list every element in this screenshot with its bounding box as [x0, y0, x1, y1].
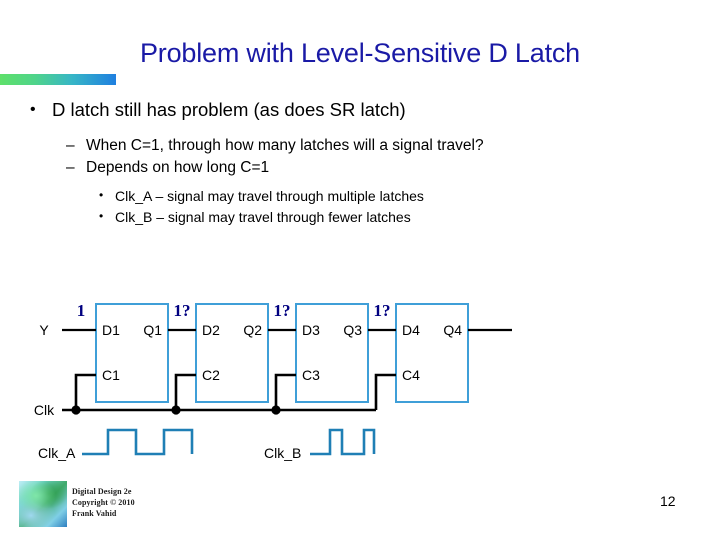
bullet-level3-item: • Clk_B – signal may travel through fewe…	[0, 207, 720, 228]
waveform-label-clk-b: Clk_B	[264, 445, 301, 461]
clk-stub-3	[274, 373, 296, 410]
bullet-text: Depends on how long C=1	[86, 159, 270, 176]
bullet-list: • D latch still has problem (as does SR …	[0, 97, 720, 228]
annotation-value-1: 1?	[174, 301, 191, 320]
bullet-level2-item: – When C=1, through how many latches wil…	[0, 135, 720, 157]
latch3-d-label: D3	[302, 322, 320, 338]
title-accent-bar	[0, 74, 116, 85]
footer-line-2: Copyright © 2010	[72, 498, 135, 507]
bullet-marker: –	[66, 159, 75, 176]
clk-stub-1	[74, 373, 96, 410]
annotation-value-0: 1	[77, 301, 86, 320]
clk-junction-dot-3	[271, 405, 281, 415]
clk-stub-2	[174, 373, 196, 410]
figure-clock-label: Clk	[34, 402, 55, 418]
page-number: 12	[660, 493, 676, 509]
annotation-value-3: 1?	[374, 301, 391, 320]
latch-box-2	[195, 303, 269, 403]
latch1-c-label: C1	[102, 367, 120, 383]
footer-credit: Digital Design 2e Copyright © 2010 Frank…	[72, 486, 135, 519]
latch-chain-figure: Y Clk D1 Q1 C1 D2 Q2 C2 D3 Q3 C3 D4 Q4 C…	[20, 282, 520, 472]
latch4-c-label: C4	[402, 367, 420, 383]
bullet-marker: •	[99, 209, 104, 223]
bullet-marker: •	[99, 188, 104, 202]
latch-box-4	[395, 303, 469, 403]
bullet-text: D latch still has problem (as does SR la…	[52, 99, 406, 120]
annotation-value-2: 1?	[274, 301, 291, 320]
clk-junction-dot-2	[171, 405, 181, 415]
bullet-marker: –	[66, 137, 75, 154]
latch4-d-label: D4	[402, 322, 420, 338]
latch2-c-label: C2	[202, 367, 220, 383]
latch4-q-label: Q4	[443, 322, 462, 338]
bullet-text: Clk_B – signal may travel through fewer …	[115, 209, 411, 225]
latch3-q-label: Q3	[343, 322, 362, 338]
waveform-clk-a	[82, 428, 194, 456]
publisher-logo-icon	[19, 481, 67, 527]
waveform-label-clk-a: Clk_A	[38, 445, 76, 461]
latch3-c-label: C3	[302, 367, 320, 383]
clk-stub-4	[374, 373, 396, 410]
waveform-clk-b	[310, 428, 376, 456]
bullet-level3-item: • Clk_A – signal may travel through mult…	[0, 186, 720, 207]
bullet-marker: •	[30, 101, 36, 118]
bullet-text: When C=1, through how many latches will …	[86, 137, 484, 154]
latch2-q-label: Q2	[243, 322, 262, 338]
latch2-d-label: D2	[202, 322, 220, 338]
bullet-level1-item: • D latch still has problem (as does SR …	[0, 97, 720, 123]
footer-line-3: Frank Vahid	[72, 509, 117, 518]
latch-box-1	[95, 303, 169, 403]
clk-junction-dot-1	[71, 405, 81, 415]
latch1-d-label: D1	[102, 322, 120, 338]
figure-input-label: Y	[39, 322, 49, 338]
latch1-q-label: Q1	[143, 322, 162, 338]
bullet-text: Clk_A – signal may travel through multip…	[115, 188, 424, 204]
bullet-level2-item: – Depends on how long C=1	[0, 157, 720, 179]
footer-line-1: Digital Design 2e	[72, 487, 132, 496]
latch-box-3	[295, 303, 369, 403]
page-title: Problem with Level-Sensitive D Latch	[139, 38, 580, 68]
